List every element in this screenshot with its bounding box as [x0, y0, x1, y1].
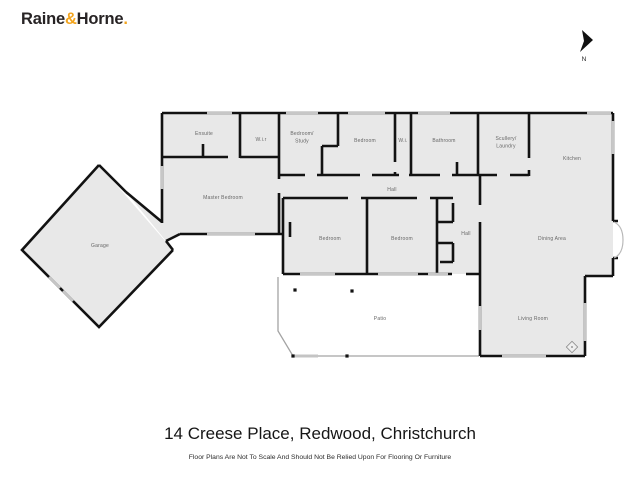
brand-name-right: Horne: [76, 10, 124, 28]
room-label: Bathroom: [432, 138, 455, 144]
room-label: W.i.r: [256, 137, 267, 143]
brand-logo: Raine&Horne.: [21, 10, 128, 29]
room-label: Living Room: [518, 316, 548, 322]
room-label: Master Bedroom: [203, 195, 243, 201]
room-label: Bedroom/: [290, 131, 314, 137]
room-label: Hall: [387, 187, 396, 193]
address-title: 14 Creese Place, Redwood, Christchurch: [164, 424, 476, 443]
room-label: Bedroom: [354, 138, 376, 144]
room-label: Hall: [461, 231, 470, 237]
room-label: Bedroom: [391, 236, 413, 242]
room-label: W.i.: [398, 138, 407, 144]
room-label: Garage: [91, 243, 109, 249]
brand-name-left: Raine: [21, 10, 65, 28]
north-arrow-icon: [580, 30, 593, 52]
north-indicator: N: [566, 28, 602, 68]
disclaimer-text: Floor Plans Are Not To Scale And Should …: [188, 454, 452, 461]
room-label: Dining Area: [538, 236, 566, 242]
room-label: Patio: [374, 316, 386, 322]
brand-period: .: [123, 10, 128, 28]
windows: [48, 111, 615, 358]
room-label: Ensuite: [195, 131, 213, 137]
room-label: Kitchen: [563, 156, 581, 162]
brand-ampersand: &: [64, 10, 77, 28]
room-label: Bedroom: [319, 236, 341, 242]
door-arc: [613, 221, 624, 259]
patio-outline: [277, 277, 479, 357]
room-label: Study: [295, 139, 309, 145]
room-label: Laundry: [496, 144, 516, 150]
north-label: N: [581, 56, 587, 63]
patio-posts: [291, 288, 354, 358]
fireplace-icon: [565, 340, 579, 354]
room-label: Scullery/: [496, 136, 517, 142]
